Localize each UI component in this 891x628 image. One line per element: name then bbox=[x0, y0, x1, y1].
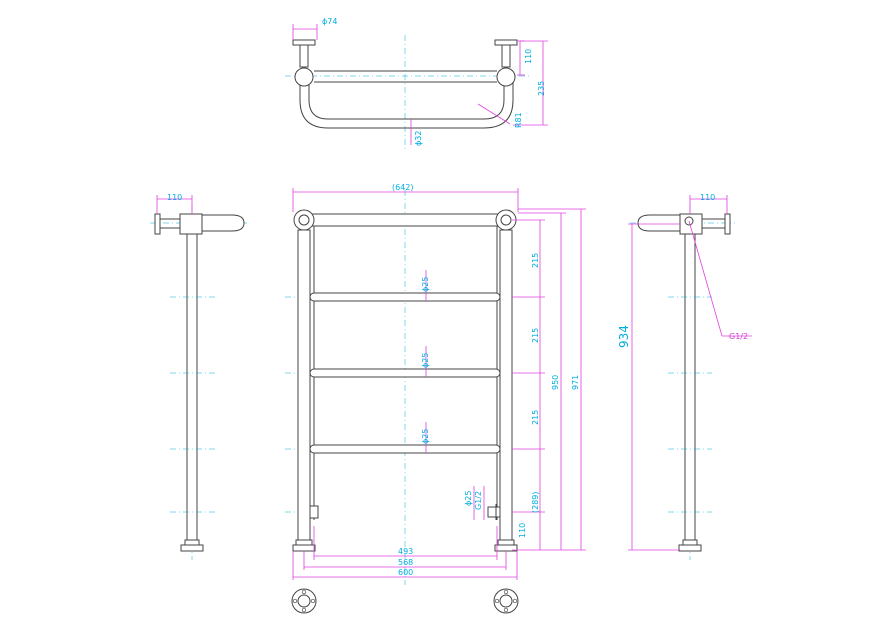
foot-plan-left-bolt-4 bbox=[310, 598, 316, 604]
front-leg-right bbox=[499, 229, 513, 546]
left-joint bbox=[179, 213, 203, 235]
top-r81-leader bbox=[477, 103, 511, 125]
top-stem-right bbox=[501, 44, 511, 68]
front-valve-right bbox=[487, 506, 501, 518]
front-rail-2 bbox=[309, 368, 501, 378]
top-dia-32-label: ϕ32 bbox=[414, 131, 423, 146]
left-leg bbox=[186, 233, 198, 546]
foot-plan-right-bolt-1 bbox=[503, 589, 509, 595]
front-spacing-4: (289) bbox=[531, 491, 540, 513]
right-foot-collar bbox=[682, 539, 698, 546]
front-view: (642) ϕ25 ϕ25 ϕ25 ϕ25 G1/2 215 215 215 (… bbox=[285, 183, 586, 585]
foot-plan-left bbox=[291, 588, 317, 614]
front-valve-thread: G1/2 bbox=[474, 491, 483, 510]
right-dim-110-label: 110 bbox=[700, 193, 715, 202]
foot-plan-left-bolt-1 bbox=[301, 589, 307, 595]
front-top-cap-left-inner bbox=[298, 214, 310, 226]
front-valve-dia: ϕ25 bbox=[464, 491, 473, 506]
front-leg-left bbox=[297, 229, 311, 546]
front-foot-right-collar bbox=[497, 539, 515, 546]
front-height-950: 950 bbox=[551, 375, 560, 390]
right-g12-leader bbox=[688, 220, 723, 337]
right-wall-flange bbox=[724, 213, 731, 235]
foot-plan-right-bolt-3 bbox=[494, 598, 500, 604]
front-top-cap-right-inner bbox=[500, 214, 512, 226]
right-foot-flange bbox=[678, 544, 702, 552]
right-leg bbox=[684, 233, 696, 546]
front-foot-left-collar bbox=[295, 539, 313, 546]
front-height-971: 971 bbox=[571, 375, 580, 390]
top-dim-110-label: 110 bbox=[524, 49, 533, 64]
front-top-rail bbox=[305, 213, 507, 227]
front-valve-left bbox=[309, 505, 319, 519]
top-wall-flange-right bbox=[494, 39, 518, 46]
top-view: ϕ74 110 235 R81 ϕ32 bbox=[285, 17, 548, 150]
left-foot-collar bbox=[184, 539, 200, 546]
right-height-934: 934 bbox=[617, 325, 631, 348]
front-foot-left bbox=[292, 544, 316, 552]
left-dim-110-label: 110 bbox=[167, 193, 182, 202]
front-rail-1 bbox=[309, 292, 501, 302]
left-side-view: 110 bbox=[150, 193, 250, 560]
foot-plan-right-bolt-2 bbox=[503, 607, 509, 613]
top-u-loop-outer bbox=[299, 82, 514, 129]
front-spacing-3: 215 bbox=[531, 410, 540, 425]
front-width-493: 493 bbox=[398, 547, 413, 556]
front-spacing-2: 215 bbox=[531, 328, 540, 343]
foot-plan-views bbox=[291, 588, 519, 614]
foot-plan-right-inner bbox=[499, 594, 513, 608]
foot-plan-right-bolt-4 bbox=[512, 598, 518, 604]
front-width-600: 600 bbox=[398, 568, 413, 577]
right-side-view: 110 934 G1/2 bbox=[617, 193, 752, 560]
left-foot-flange bbox=[180, 544, 204, 552]
foot-plan-left-bolt-2 bbox=[301, 607, 307, 613]
front-dim-642-label: (642) bbox=[392, 183, 414, 192]
front-spacing-1: 215 bbox=[531, 253, 540, 268]
foot-plan-right bbox=[493, 588, 519, 614]
front-rail3-dia: ϕ25 bbox=[421, 429, 430, 444]
top-r81-label: R81 bbox=[514, 112, 523, 128]
top-endcap-right bbox=[496, 67, 516, 87]
front-spacing-5: 110 bbox=[518, 523, 527, 538]
front-width-568: 568 bbox=[398, 558, 413, 567]
left-wall-flange bbox=[154, 213, 161, 235]
foot-plan-left-inner bbox=[297, 594, 311, 608]
top-wall-flange-left bbox=[292, 39, 316, 46]
top-endcap-left bbox=[294, 67, 314, 87]
right-thread-label: G1/2 bbox=[729, 332, 748, 341]
front-rail-3 bbox=[309, 444, 501, 454]
top-u-loop-inner bbox=[308, 82, 505, 120]
front-rail2-dia: ϕ25 bbox=[421, 353, 430, 368]
front-rail1-dia: ϕ25 bbox=[421, 277, 430, 292]
foot-plan-left-bolt-3 bbox=[292, 598, 298, 604]
top-dim-235-label: 235 bbox=[537, 81, 546, 96]
top-stem-left bbox=[299, 44, 309, 68]
top-dia-74-label: ϕ74 bbox=[322, 17, 337, 26]
